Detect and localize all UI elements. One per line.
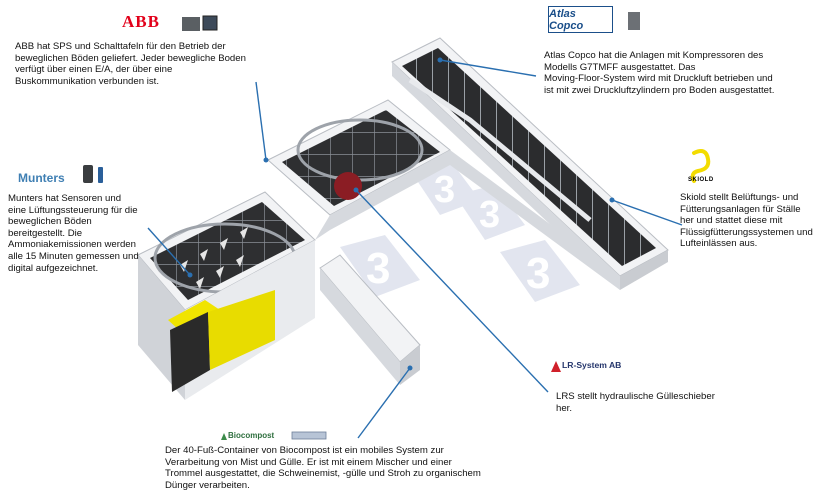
abb-description: ABB hat SPS und Schalttafeln für den Bet… (15, 41, 246, 87)
abb-logo: ABB (122, 12, 160, 31)
biocompost-logo: Biocompost (228, 431, 275, 440)
leader-dots (187, 57, 615, 371)
compressor-icon (628, 12, 640, 30)
leader-abb (255, 81, 267, 161)
skiold-logo: SKIOLD (688, 177, 714, 183)
lrs-description: LRS stellt hydraulische Gülleschieber he… (556, 391, 715, 414)
biocompost-container-icon (291, 431, 327, 440)
biocompost-leaf-icon (221, 433, 227, 440)
skiold-description: Skiold stellt Belüftungs- und Fütterungs… (680, 192, 813, 250)
atlas-copco-logo: Atlas Copco (548, 6, 613, 33)
leader-atlas-copco (439, 59, 537, 77)
right-wing (391, 37, 669, 290)
biocompost-description: Der 40-Fuß-Container von Biocompost ist … (165, 445, 481, 491)
leader-lrs (355, 189, 549, 393)
left-hall (137, 191, 316, 400)
leader-skiold (611, 199, 683, 226)
munters-description: Munters hat Sensoren und eine Lüftungsst… (8, 193, 139, 274)
watermark-logos: 3 3 3 3 (340, 160, 580, 302)
leader-munters (147, 227, 191, 276)
watermark-glyph-4: 3 (526, 249, 550, 298)
skiold-logo-mark-icon (690, 149, 711, 183)
munters-sensor-icon (83, 165, 103, 183)
central-hall (267, 99, 451, 216)
munters-logo: Munters (18, 171, 65, 185)
lr-system-logo: LR-System AB (562, 360, 622, 370)
watermark-glyph-1: 3 (434, 169, 455, 211)
leader-biocompost (357, 367, 411, 439)
lrs-triangle-icon (551, 361, 561, 372)
abb-plc-icon (182, 15, 218, 31)
leader-lines (147, 59, 683, 439)
watermark-glyph-3: 3 (366, 244, 390, 293)
atlas-copco-description: Atlas Copco hat die Anlagen mit Kompress… (544, 50, 775, 96)
lower-walls (315, 150, 620, 385)
watermark-glyph-2: 3 (479, 194, 500, 236)
